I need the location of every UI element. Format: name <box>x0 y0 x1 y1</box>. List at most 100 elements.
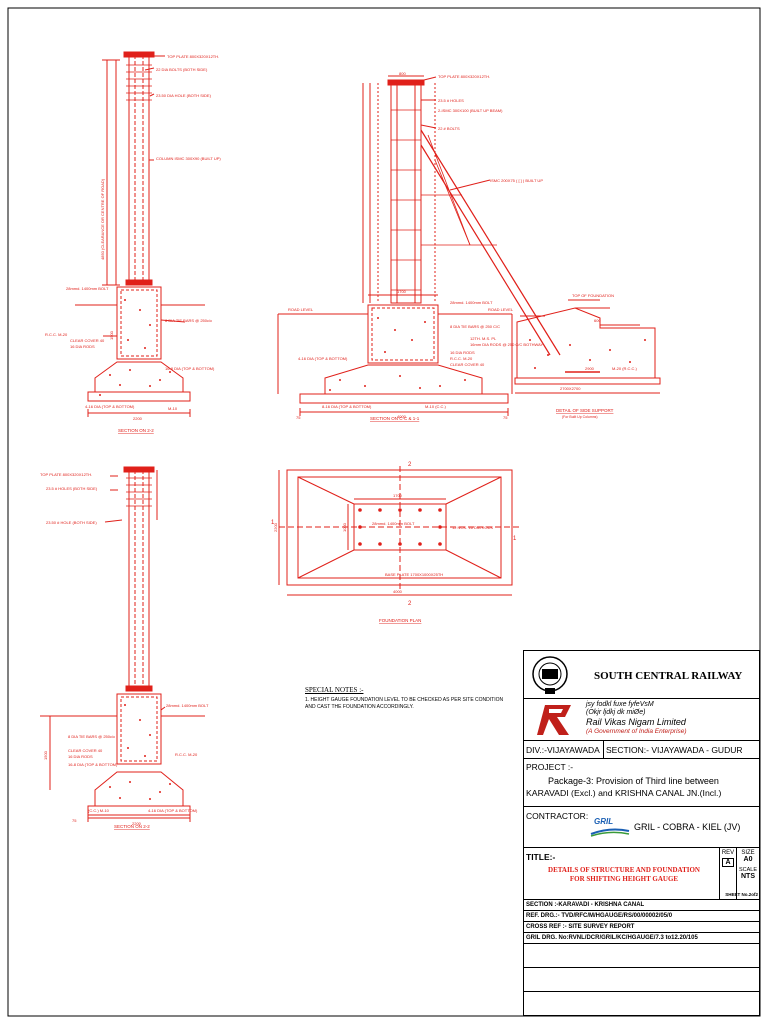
gril-logo: GRIL <box>594 817 614 826</box>
foundation-plan-label: FOUNDATION PLAN <box>379 618 421 623</box>
v4-note: R.C.C. M-20 <box>175 752 198 757</box>
v2-dim: 4000 <box>397 414 407 419</box>
v4-note: 23.5 # HOLES (BOTH SIDE) <box>46 486 98 491</box>
v4-note: 16 DIA RODS <box>68 754 93 759</box>
v1-note: M-10 <box>168 406 178 411</box>
rvnl-hindi-line: jsy fodkl fuxe fyfeVsM <box>586 701 654 708</box>
section-cc-11-view <box>277 75 561 416</box>
v2-note: 22 # BOLTS <box>438 126 460 131</box>
v1-note: 23.50 DIA HOLE (BOTH SIDE) <box>156 93 212 98</box>
v1-note: 16-8 DIA (TOP & BOTTOM) <box>165 366 215 371</box>
column-ismc <box>128 469 150 689</box>
sheet-number: SHEET No.2of2 <box>725 892 758 897</box>
blank-row <box>524 968 759 992</box>
v4-note: 4-16 DIA (TOP & BOTTOM) <box>148 808 198 813</box>
v1-note: 4-16 DIA (TOP & BOTTOM) <box>85 404 135 409</box>
section-2-2-bottom-speckle <box>109 704 171 800</box>
rev-cell: REV A <box>719 848 736 900</box>
section-2-2-top-view <box>75 51 205 417</box>
info-row: CROSS REF :- SITE SURVEY REPORT <box>524 922 759 933</box>
v1-note: CLEAR COVER 40 <box>70 338 105 343</box>
v5-note: 28mmd. 1400mm BOLT <box>372 521 415 526</box>
project-label: PROJECT :- <box>526 762 574 772</box>
section-2-2-top-annotations: TOP PLATE 800X320X12TH. 22 DIA BOLTS (BO… <box>45 54 221 421</box>
v4-note: 16-8 DIA (TOP & BOTTOM) <box>68 762 118 767</box>
v3-note: M-20 (R.C.C.) <box>612 366 638 371</box>
v5-dim: 2200 <box>273 522 278 532</box>
v4-dim: 2200 <box>132 821 142 826</box>
v4-note: CLEAR COVER 40 <box>68 748 103 753</box>
pedestal <box>367 304 439 364</box>
v3-note: TOP OF FOUNDATION <box>572 293 614 298</box>
v2-note: ROAD LEVEL <box>288 307 314 312</box>
rev-label: REV <box>721 850 735 856</box>
v5-dim: 1700 <box>393 493 403 498</box>
title-block: SOUTH CENTRAL RAILWAY jsy fodkl fuxe fyf… <box>523 650 760 1016</box>
pcc-layer <box>299 393 509 404</box>
pcc-layer <box>87 805 191 816</box>
v1-note: 16 DIA RODS <box>70 344 95 349</box>
side-support-annotations: TOP OF FOUNDATION ROAD LEVEL M-20 (R.C.C… <box>488 293 638 391</box>
v3-note: ROAD LEVEL <box>488 307 514 312</box>
side-support-pcc <box>514 377 661 385</box>
sheet-border <box>7 7 761 1017</box>
size-label: SIZE <box>741 850 755 856</box>
v1-note: R.C.C. M-20 <box>45 332 68 337</box>
rvnl-subtitle: (A Government of India Enterprise) <box>586 728 687 735</box>
info-row: SECTION :-KARAVADI - KRISHNA CANAL <box>524 900 759 911</box>
v2-note: 23.5 # HOLES <box>438 98 464 103</box>
section-2-2-bottom-view <box>40 466 205 822</box>
gril-swoosh-icon <box>590 828 630 837</box>
section-2-2-top-label: SECTION ON 2-2 <box>118 428 154 433</box>
v2-note: 16 DIA RODS <box>450 350 475 355</box>
contractor-row: CONTRACTOR: GRIL GRIL - COBRA - KIEL (JV… <box>524 807 759 848</box>
v1-dim: 2200 <box>133 416 143 421</box>
v2-dim: 1700 <box>397 289 407 294</box>
railway-name: SOUTH CENTRAL RAILWAY <box>594 670 743 682</box>
v2-note: 8-16 DIA (TOP & BOTTOM) <box>322 404 372 409</box>
v1-note: TOP PLATE 800X320X12TH. <box>167 54 219 59</box>
division-label: DIV.:-VIJAYAWADA <box>524 741 604 759</box>
size-value: A0 <box>743 856 753 863</box>
v4-note: TOP PLATE 800X320X12TH. <box>40 472 92 477</box>
foundation-plan-annotations: 28mmd. 1400mm BOLT 12 NOS. 16 DIA RODS B… <box>273 493 493 594</box>
v2-note: 4-16 DIA (TOP & BOTTOM) <box>298 356 348 361</box>
v2-dim: 75 <box>503 415 508 420</box>
foundation-plan-section-markers: 2 2 1 1 <box>271 462 517 607</box>
pedestal <box>116 693 162 765</box>
v2-note: 12TH. M.S. PL <box>470 336 497 341</box>
railway-row: SOUTH CENTRAL RAILWAY <box>524 651 759 699</box>
project-line-1: Package-3: Provision of Third line betwe… <box>548 776 719 786</box>
pedestal <box>116 286 162 360</box>
pcc-layer <box>87 391 191 402</box>
v4-note: (C.C.) M-10 <box>88 808 110 813</box>
footing <box>94 771 184 807</box>
project-row: PROJECT :- Package-3: Provision of Third… <box>524 759 759 807</box>
drawing-title-line-2: FOR SHIFTING HEIGHT GAUGE <box>569 875 679 883</box>
section-cc-11-label: SECTION ON C-C & 1-1 <box>370 416 420 421</box>
division-row: DIV.:-VIJAYAWADA SECTION:- VIJAYAWADA - … <box>524 741 759 759</box>
section-2-2-bottom-annotations: TOP PLATE 800X320X12TH. 23.5 # HOLES (BO… <box>40 472 209 826</box>
contractor-name: GRIL - COBRA - KIEL (JV) <box>634 822 741 832</box>
v1-note: 28mmd. 1400mm BOLT <box>66 286 109 291</box>
section-marker: 2 <box>408 462 412 468</box>
scale-value: NTS <box>741 873 755 880</box>
v5-note: 12 NOS. 16 DIA RODS <box>452 525 493 530</box>
scale-label: SCALE <box>738 867 758 873</box>
rvnl-hindi-sub: (Okjr ljdkj dk miØe) <box>586 709 646 716</box>
section-marker: 1 <box>271 520 275 526</box>
v2-note: 2-ISMC 300X100 (BUILT UP BEAM) <box>438 108 503 113</box>
top-plate <box>387 79 425 86</box>
v5-dim: 1000 <box>342 522 347 532</box>
diagonal-strut <box>420 129 561 356</box>
v1-note: 8 DIA TIE BARS @ 250c/c <box>165 318 212 323</box>
special-note-item: 1. HEIGHT GAUGE FOUNDATION LEVEL TO BE C… <box>305 697 504 710</box>
v2-note: CLEAR COVER 40 <box>450 362 485 367</box>
railway-emblem-icon <box>532 656 568 694</box>
v2-note: ISMC 200X75 ( [ ] ) BUILT UP <box>490 178 543 183</box>
base-plate <box>125 685 153 692</box>
foundation-plan-view <box>278 466 520 596</box>
footing <box>324 364 483 395</box>
